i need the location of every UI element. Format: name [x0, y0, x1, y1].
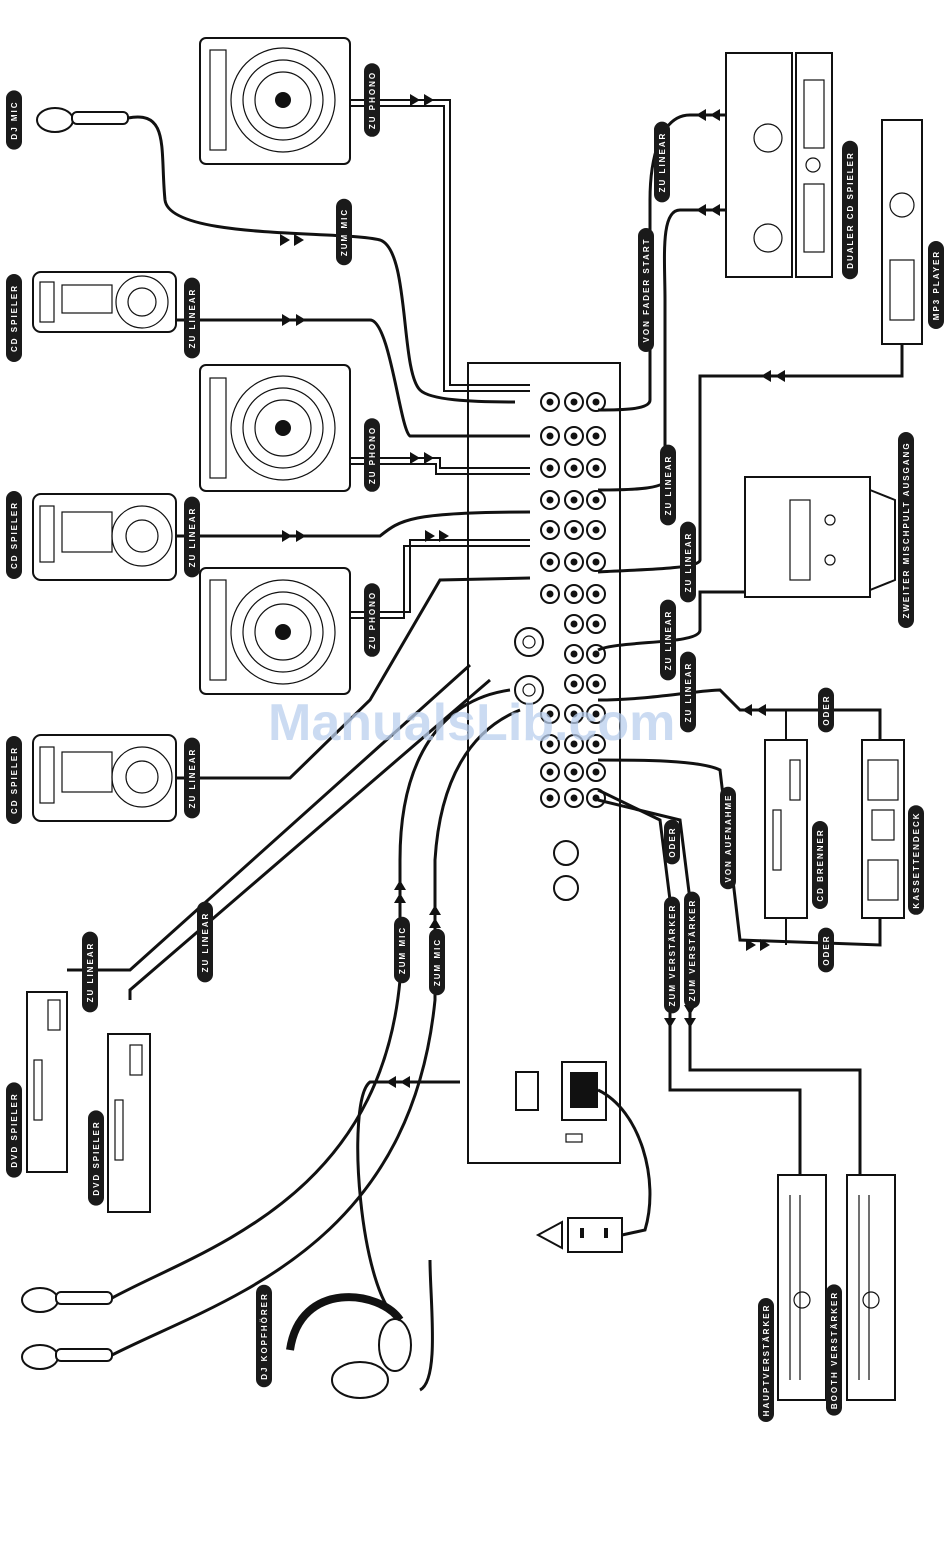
label-zu-phono-1-text: ZU PHONO: [368, 71, 377, 129]
label-zu-linear-rec-b: ZU LINEAR: [680, 651, 696, 733]
label-oder-amp-text: ODER: [668, 826, 677, 857]
label-dualer-cd-spieler: DUALER CD SPIELER: [842, 140, 858, 280]
label-zu-linear-dual-text: ZU LINEAR: [658, 132, 667, 193]
label-zu-phono-3-text: ZU PHONO: [368, 591, 377, 649]
label-zu-linear-mp3: ZU LINEAR: [660, 444, 676, 526]
label-zu-linear-dual: ZU LINEAR: [654, 121, 670, 203]
mixer-rear-panel: [467, 362, 621, 1164]
label-zu-linear-rec-a: ZU LINEAR: [660, 599, 676, 681]
label-dvd-player-2-text: DVD SPIELER: [92, 1120, 101, 1195]
warning-icon: [535, 1220, 563, 1250]
label-zweiter-mischpult: ZWEITER MISCHPULT AUSGANG: [898, 432, 914, 628]
label-dj-mic-text: DJ MIC: [10, 100, 19, 139]
dual-cd-player: [725, 52, 833, 278]
label-von-aufnahme-text: VON AUFNAHME: [724, 793, 733, 882]
label-booth-verstaerker: BOOTH VERSTÄRKER: [826, 1284, 842, 1416]
label-dj-kopfhoerer: DJ KOPFHÖRER: [256, 1284, 272, 1388]
microphone-2: [21, 1344, 113, 1370]
label-zum-verstaerker-2-text: ZUM VERSTÄRKER: [688, 899, 697, 1002]
cd-player-1: [32, 271, 177, 333]
label-zu-linear-dvd1-text: ZU LINEAR: [86, 942, 95, 1003]
label-dj-kopfhoerer-text: DJ KOPFHÖRER: [260, 1292, 269, 1380]
label-dvd-player-1: DVD SPIELER: [6, 1082, 22, 1178]
label-dj-mic: DJ MIC: [6, 90, 22, 150]
label-oder-bottom: ODER: [818, 927, 834, 973]
label-hauptverstaerker-text: HAUPTVERSTÄRKER: [762, 1304, 771, 1417]
label-zu-linear-cd2-text: ZU LINEAR: [188, 507, 197, 568]
headphones: [286, 1293, 412, 1399]
label-oder-top: ODER: [818, 687, 834, 733]
cassette-deck: [861, 739, 905, 919]
label-zu-linear-cd2: ZU LINEAR: [184, 496, 200, 578]
label-zu-linear-mp3-text: ZU LINEAR: [664, 455, 673, 516]
label-oder-bottom-text: ODER: [822, 934, 831, 965]
cd-player-3: [32, 734, 177, 822]
label-kassettendeck: KASSETTENDECK: [908, 805, 924, 915]
label-cd-player-3-text: CD SPIELER: [10, 746, 19, 814]
label-mp3-player-text: MP3 PLAYER: [932, 250, 941, 320]
turntable-3: [199, 567, 351, 695]
label-zum-mic-1: ZUM MIC: [394, 916, 410, 984]
label-zum-verstaerker-1-text: ZUM VERSTÄRKER: [668, 904, 677, 1007]
label-zu-phono-3: ZU PHONO: [364, 583, 380, 657]
turntable-2: [199, 364, 351, 492]
label-zu-linear-dvd2: ZU LINEAR: [197, 901, 213, 983]
label-oder-amp: ODER: [664, 819, 680, 865]
label-cd-player-2-text: CD SPIELER: [10, 501, 19, 569]
cd-player-2: [32, 493, 177, 581]
label-zum-mic-top: ZUM MIC: [336, 198, 352, 266]
label-zu-phono-2: ZU PHONO: [364, 418, 380, 492]
label-von-fader-start: VON FADER START: [638, 228, 654, 352]
cd-burner: [764, 739, 808, 919]
label-zum-mic-2-text: ZUM MIC: [433, 938, 442, 986]
label-zu-linear-cd3: ZU LINEAR: [184, 737, 200, 819]
label-zu-linear-cd1-text: ZU LINEAR: [188, 288, 197, 349]
label-zum-mic-1-text: ZUM MIC: [398, 926, 407, 974]
dvd-player-1: [26, 991, 68, 1173]
label-zu-phono-2-text: ZU PHONO: [368, 426, 377, 484]
label-cd-brenner-text: CD BRENNER: [816, 828, 825, 901]
watermark: ManualsLib.com: [268, 694, 675, 752]
label-zum-mic-top-text: ZUM MIC: [340, 208, 349, 256]
label-cd-player-1-text: CD SPIELER: [10, 284, 19, 352]
label-dvd-player-2: DVD SPIELER: [88, 1110, 104, 1206]
label-zu-linear-cd3-text: ZU LINEAR: [188, 748, 197, 809]
second-mixer: [744, 476, 896, 598]
label-zu-linear-cd1: ZU LINEAR: [184, 277, 200, 359]
label-oder-top-text: ODER: [822, 694, 831, 725]
label-von-aufnahme: VON AUFNAHME: [720, 786, 736, 890]
label-mp3-player: MP3 PLAYER: [928, 241, 944, 329]
label-kassettendeck-text: KASSETTENDECK: [912, 811, 921, 908]
label-zu-linear-mixer2: ZU LINEAR: [680, 521, 696, 603]
booth-amplifier: [846, 1174, 896, 1401]
label-dvd-player-1-text: DVD SPIELER: [10, 1092, 19, 1167]
label-cd-player-1: CD SPIELER: [6, 274, 22, 362]
power-outlet: [535, 1217, 623, 1253]
label-zu-linear-rec-b-text: ZU LINEAR: [684, 662, 693, 723]
label-zu-linear-dvd1: ZU LINEAR: [82, 931, 98, 1013]
mp3-player: [881, 119, 923, 345]
main-amplifier: [777, 1174, 827, 1401]
label-zu-linear-rec-a-text: ZU LINEAR: [664, 610, 673, 671]
dvd-player-2: [107, 1033, 151, 1213]
label-von-fader-start-text: VON FADER START: [642, 238, 651, 343]
label-cd-player-3: CD SPIELER: [6, 736, 22, 824]
label-cd-player-2: CD SPIELER: [6, 491, 22, 579]
label-zum-verstaerker-2: ZUM VERSTÄRKER: [684, 891, 700, 1009]
microphone-1: [21, 1287, 113, 1313]
label-dualer-cd-spieler-text: DUALER CD SPIELER: [846, 151, 855, 269]
label-zu-phono-1: ZU PHONO: [364, 63, 380, 137]
label-zu-linear-mixer2-text: ZU LINEAR: [684, 532, 693, 593]
label-booth-verstaerker-text: BOOTH VERSTÄRKER: [830, 1291, 839, 1409]
label-cd-brenner: CD BRENNER: [812, 821, 828, 909]
turntable-1: [199, 37, 351, 165]
label-zum-mic-2: ZUM MIC: [429, 928, 445, 996]
label-zum-verstaerker-1: ZUM VERSTÄRKER: [664, 896, 680, 1014]
dj-microphone: [36, 107, 129, 133]
label-zu-linear-dvd2-text: ZU LINEAR: [201, 912, 210, 973]
label-hauptverstaerker: HAUPTVERSTÄRKER: [758, 1298, 774, 1422]
label-zweiter-mischpult-text: ZWEITER MISCHPULT AUSGANG: [902, 441, 911, 618]
